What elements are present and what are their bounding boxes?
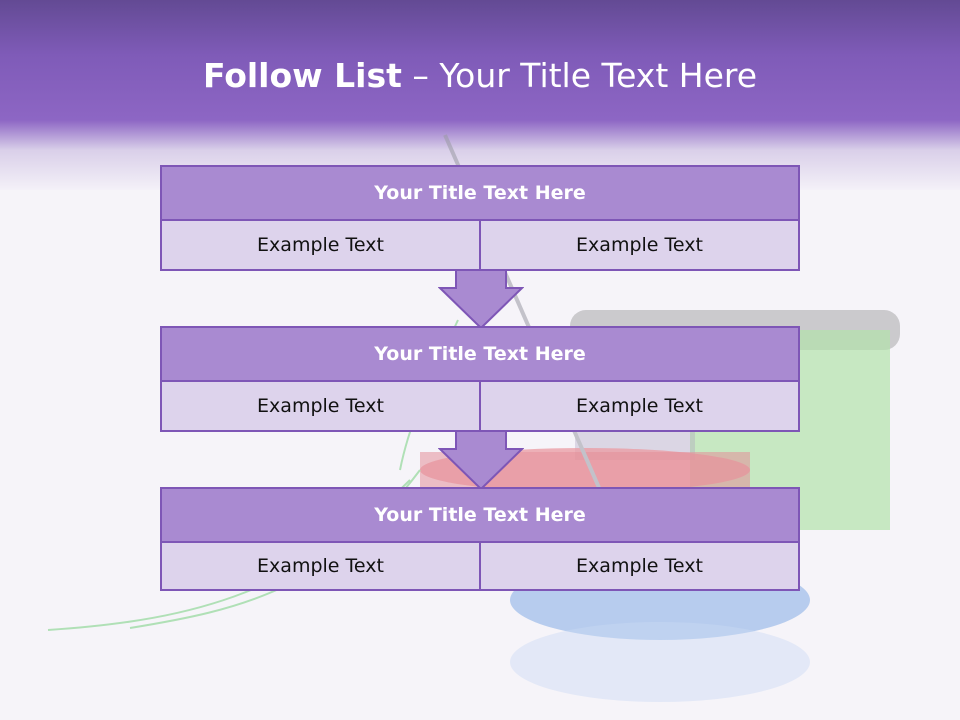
down-arrow-icon xyxy=(438,270,524,330)
step-box-1: Your Title Text Here Example Text Exampl… xyxy=(160,165,800,271)
slide-title: Follow List – Your Title Text Here xyxy=(0,56,960,95)
down-arrow-icon xyxy=(438,431,524,491)
step-title: Your Title Text Here xyxy=(160,165,800,221)
step-left-text: Example Text xyxy=(160,543,481,591)
step-row: Example Text Example Text xyxy=(160,221,800,271)
header-band xyxy=(0,0,960,190)
step-row: Example Text Example Text xyxy=(160,382,800,432)
step-right-text: Example Text xyxy=(481,221,800,271)
step-box-3: Your Title Text Here Example Text Exampl… xyxy=(160,487,800,591)
step-right-text: Example Text xyxy=(481,382,800,432)
slide-title-bold: Follow List xyxy=(202,56,402,95)
step-box-2: Your Title Text Here Example Text Exampl… xyxy=(160,326,800,432)
step-title: Your Title Text Here xyxy=(160,326,800,382)
step-title: Your Title Text Here xyxy=(160,487,800,543)
step-left-text: Example Text xyxy=(160,382,481,432)
slide-title-rest: – Your Title Text Here xyxy=(401,56,758,95)
step-row: Example Text Example Text xyxy=(160,543,800,591)
step-left-text: Example Text xyxy=(160,221,481,271)
step-right-text: Example Text xyxy=(481,543,800,591)
